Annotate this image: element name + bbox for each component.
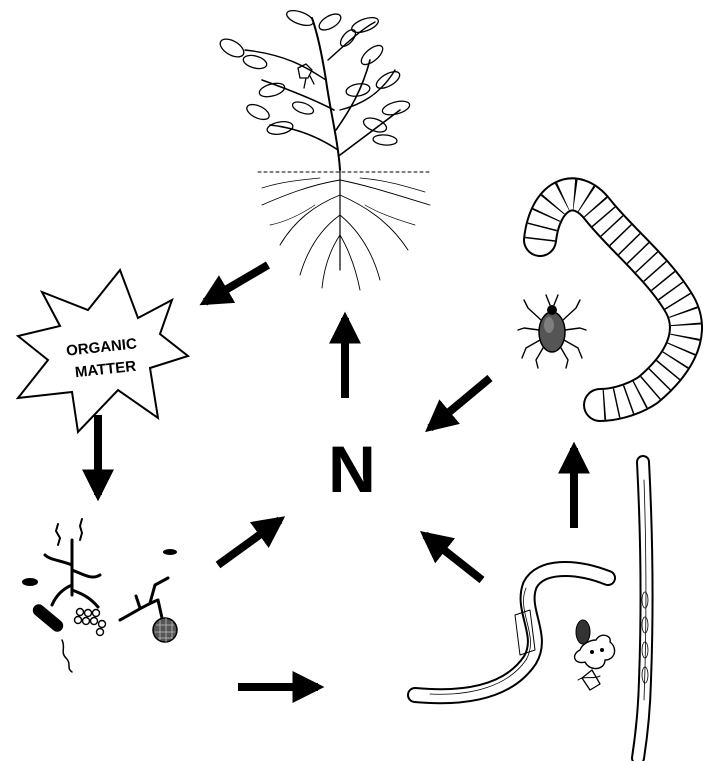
nematode-icon [415,462,648,758]
mite-icon [518,295,586,368]
tomato-plant-icon [217,8,430,290]
earthworm-mite-icon [518,194,686,405]
nitrogen-label: N [328,432,376,506]
bacteria-fungi-icon [22,519,177,672]
bacterium-rod [30,602,65,634]
protozoa-icon [575,620,615,690]
arrow-nematodes-to-n [425,535,482,580]
organic-matter-starburst: ORGANIC MATTER [18,270,188,432]
arrow-microbes-to-n [218,520,280,565]
arrow-worm-to-n [430,378,490,428]
arrow-plant-to-organic-matter [205,265,268,302]
